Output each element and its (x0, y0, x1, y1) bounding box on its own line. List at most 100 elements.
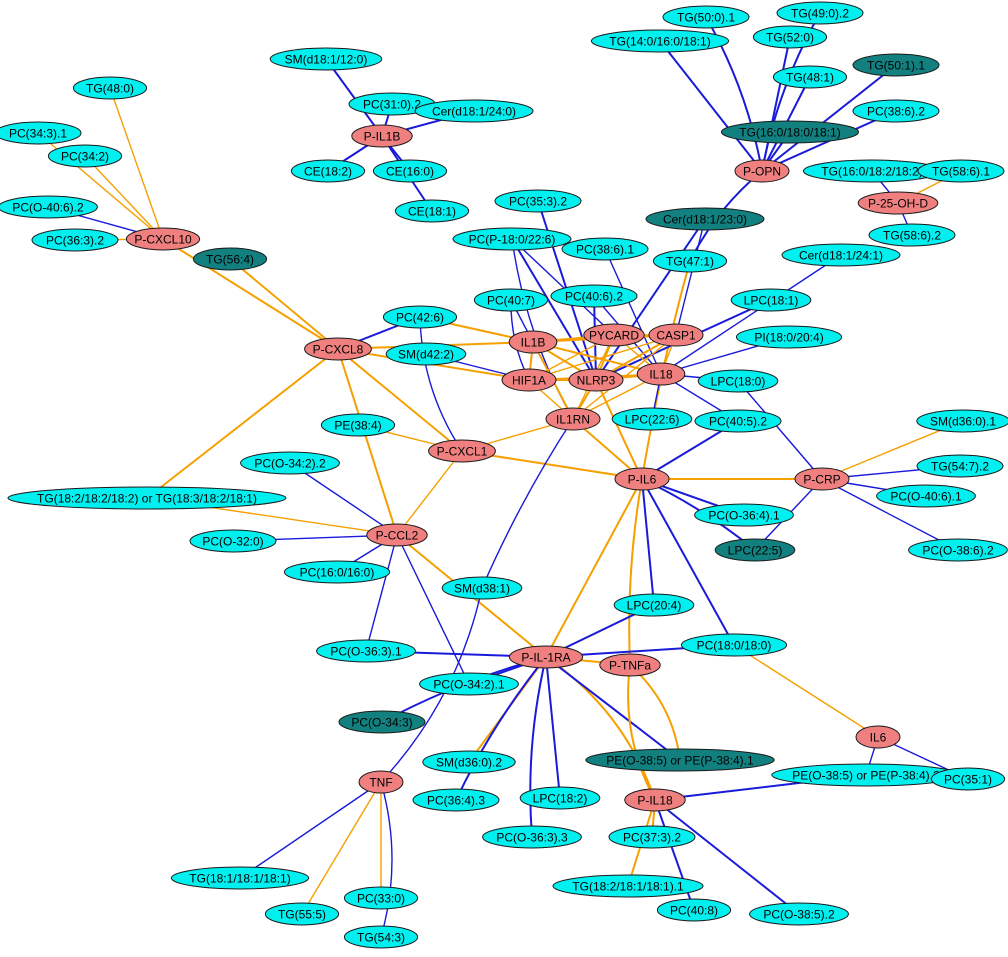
node-CE_18_2[interactable]: CE(18:2) (290, 159, 366, 183)
node-PC_40_8[interactable]: PC(40:8) (656, 898, 732, 922)
node-IL1RN[interactable]: IL1RN (545, 407, 601, 431)
node-shape-P_25_OH_D (857, 191, 939, 215)
node-TG_47_1[interactable]: TG(47:1) (652, 249, 728, 273)
node-PC_O_34_2_1[interactable]: PC(O-34:2).1 (419, 672, 519, 696)
node-PC_O_34_2_2[interactable]: PC(O-34:2).2 (240, 451, 340, 475)
node-P_IL18[interactable]: P-IL18 (624, 788, 686, 812)
node-TG_49_0_2[interactable]: TG(49:0).2 (776, 1, 864, 25)
node-shape-P_IL18 (624, 788, 686, 812)
node-Cer_d18_1_24_1[interactable]: Cer(d18:1/24:1) (781, 243, 901, 267)
node-PC_P18_22_6[interactable]: PC(P-18:0/22:6) (452, 227, 572, 251)
node-HIF1A[interactable]: HIF1A (501, 368, 557, 392)
node-PC_O_40_6_2[interactable]: PC(O-40:6).2 (0, 195, 98, 219)
node-LPC_18_2[interactable]: LPC(18:2) (519, 786, 601, 810)
node-PC_34_3_1[interactable]: PC(34:3).1 (0, 121, 82, 145)
node-PC_35_1[interactable]: PC(35:1) (930, 767, 1006, 791)
node-LPC_18_0[interactable]: LPC(18:0) (697, 369, 779, 393)
node-PC_38_6_1[interactable]: PC(38:6).1 (561, 237, 649, 261)
node-PC_37_3_2[interactable]: PC(37:3).2 (608, 825, 696, 849)
node-PE_O_38_5_1[interactable]: PE(O-38:5) or PE(P-38:4).1 (585, 748, 775, 772)
node-PC_O_38_5_2[interactable]: PC(O-38:5).2 (749, 902, 849, 926)
node-PE_38_4[interactable]: PE(38:4) (320, 413, 396, 437)
node-TG_18_2_18_1_18_1_1[interactable]: TG(18:2/18:1/18:1).1 (552, 874, 704, 898)
node-CE_16_0[interactable]: CE(16:0) (372, 159, 448, 183)
node-shape-CASP1 (648, 323, 704, 347)
node-Cer_d18_1_24_0[interactable]: Cer(d18:1/24:0) (414, 99, 534, 123)
node-TG_48_0[interactable]: TG(48:0) (72, 76, 148, 100)
node-PC_40_5_2[interactable]: PC(40:5).2 (694, 409, 782, 433)
node-SM_d42_2[interactable]: SM(d42:2) (385, 342, 467, 366)
node-SM_d36_0_1[interactable]: SM(d36:0).1 (916, 409, 1008, 433)
node-CASP1[interactable]: CASP1 (648, 323, 704, 347)
node-PC_36_4_3[interactable]: PC(36:4).3 (412, 788, 500, 812)
node-IL6[interactable]: IL6 (855, 725, 901, 749)
node-PC_35_3_2[interactable]: PC(35:3).2 (494, 189, 582, 213)
node-TG_52_0[interactable]: TG(52:0) (752, 25, 828, 49)
node-shape-TG_48_0 (72, 76, 148, 100)
node-TG_56_4[interactable]: TG(56:4) (192, 247, 268, 271)
node-TG_55_5[interactable]: TG(55:5) (264, 902, 340, 926)
node-PYCARD[interactable]: PYCARD (583, 323, 645, 347)
node-P_TNFa[interactable]: P-TNFa (599, 653, 661, 677)
node-PC_O_34_3[interactable]: PC(O-34:3) (338, 710, 426, 734)
node-PC_O_40_6_1[interactable]: PC(O-40:6).1 (876, 484, 976, 508)
node-NLRP3[interactable]: NLRP3 (568, 368, 624, 392)
node-P_IL6[interactable]: P-IL6 (614, 467, 670, 491)
node-LPC_22_5[interactable]: LPC(22:5) (714, 538, 796, 562)
node-TG_16_18_18b[interactable]: TG(16:0/18:2/18:2) (802, 159, 942, 183)
node-PC_O_32_0[interactable]: PC(O-32:0) (189, 529, 277, 553)
node-PC_18_18[interactable]: PC(18:0/18:0) (680, 633, 788, 657)
node-PC_33_0[interactable]: PC(33:0) (343, 886, 419, 910)
node-Cer_d18_1_23_0[interactable]: Cer(d18:1/23:0) (645, 207, 765, 231)
node-PC_34_2[interactable]: PC(34:2) (47, 144, 123, 168)
node-TG_14_16_18[interactable]: TG(14:0/16:0/18:1) (590, 29, 730, 53)
node-TG_58_6_1[interactable]: TG(58:6).1 (917, 159, 1005, 183)
node-TG_54_7_2[interactable]: TG(54:7).2 (916, 454, 1004, 478)
node-PC_40_6_2[interactable]: PC(40:6).2 (550, 284, 638, 308)
node-PI_18_20_4[interactable]: PI(18:0/20:4) (735, 325, 843, 349)
node-PC_36_3_2[interactable]: PC(36:3).2 (31, 228, 119, 252)
node-shape-TG_50_1_1 (852, 53, 940, 77)
node-PC_40_7[interactable]: PC(40:7) (473, 288, 549, 312)
node-PE_O_38_5_2[interactable]: PE(O-38:5) or PE(P-38:4).2 (771, 763, 961, 787)
node-TG_50_1_1[interactable]: TG(50:1).1 (852, 53, 940, 77)
node-P_CCL2[interactable]: P-CCL2 (366, 523, 428, 547)
node-PC_16_16[interactable]: PC(16:0/16:0) (283, 560, 391, 584)
node-SM_d36_0_2[interactable]: SM(d36:0).2 (422, 750, 516, 774)
node-LPC_22_6[interactable]: LPC(22:6) (611, 407, 693, 431)
node-PC_O_36_3_1[interactable]: PC(O-36:3).1 (316, 639, 416, 663)
edge-P_CCL2-PC_O_34_2_2 (289, 462, 398, 536)
node-PC_O_36_4_1[interactable]: PC(O-36:4).1 (694, 503, 794, 527)
node-SM_d18_1_12[interactable]: SM(d18:1/12:0) (269, 47, 383, 71)
node-SM_d38_1[interactable]: SM(d38:1) (441, 576, 523, 600)
node-CE_18_1[interactable]: CE(18:1) (394, 199, 470, 223)
node-TG_16_18_18[interactable]: TG(16:0/18:0/18:1) (720, 120, 860, 144)
node-P_CXCL1[interactable]: P-CXCL1 (428, 439, 496, 463)
node-P_25_OH_D[interactable]: P-25-OH-D (857, 191, 939, 215)
node-TG_18_2_or[interactable]: TG(18:2/18:2/18:2) or TG(18:3/18:2/18:1) (7, 486, 287, 510)
node-TG_58_6_2[interactable]: TG(58:6).2 (868, 223, 956, 247)
node-PC_O_38_6_2[interactable]: PC(O-38:6).2 (908, 538, 1008, 562)
node-PC_42_6[interactable]: PC(42:6) (382, 305, 458, 329)
node-shape-PC_33_0 (343, 886, 419, 910)
node-LPC_18_1[interactable]: LPC(18:1) (730, 288, 812, 312)
node-IL18[interactable]: IL18 (636, 362, 686, 386)
node-PC_O_36_3_3[interactable]: PC(O-36:3).3 (482, 825, 582, 849)
node-P_CXCL10[interactable]: P-CXCL10 (125, 227, 201, 251)
node-PC_38_6_2[interactable]: PC(38:6).2 (852, 99, 940, 123)
node-TG_18_1x3[interactable]: TG(18:1/18:1/18:1) (170, 866, 310, 890)
node-IL1B[interactable]: IL1B (508, 330, 558, 354)
node-P_CRP[interactable]: P-CRP (794, 467, 850, 491)
node-TG_48_1[interactable]: TG(48:1) (772, 65, 848, 89)
node-TG_50_0_1[interactable]: TG(50:0).1 (662, 5, 750, 29)
node-P_IL1B[interactable]: P-IL1B (351, 124, 413, 148)
node-TNF[interactable]: TNF (358, 770, 404, 794)
node-PC_31_0_2[interactable]: PC(31:0).2 (348, 92, 436, 116)
node-P_OPN[interactable]: P-OPN (734, 159, 790, 183)
node-TG_54_3[interactable]: TG(54:3) (343, 925, 419, 949)
node-P_IL_1RA[interactable]: P-IL-1RA (508, 645, 584, 669)
node-LPC_20_4[interactable]: LPC(20:4) (613, 593, 695, 617)
edge-P_CXCL8-P_CXCL1 (337, 348, 463, 452)
edge-P_OPN-TG_14_16_18 (659, 40, 763, 172)
node-P_CXCL8[interactable]: P-CXCL8 (304, 337, 372, 361)
